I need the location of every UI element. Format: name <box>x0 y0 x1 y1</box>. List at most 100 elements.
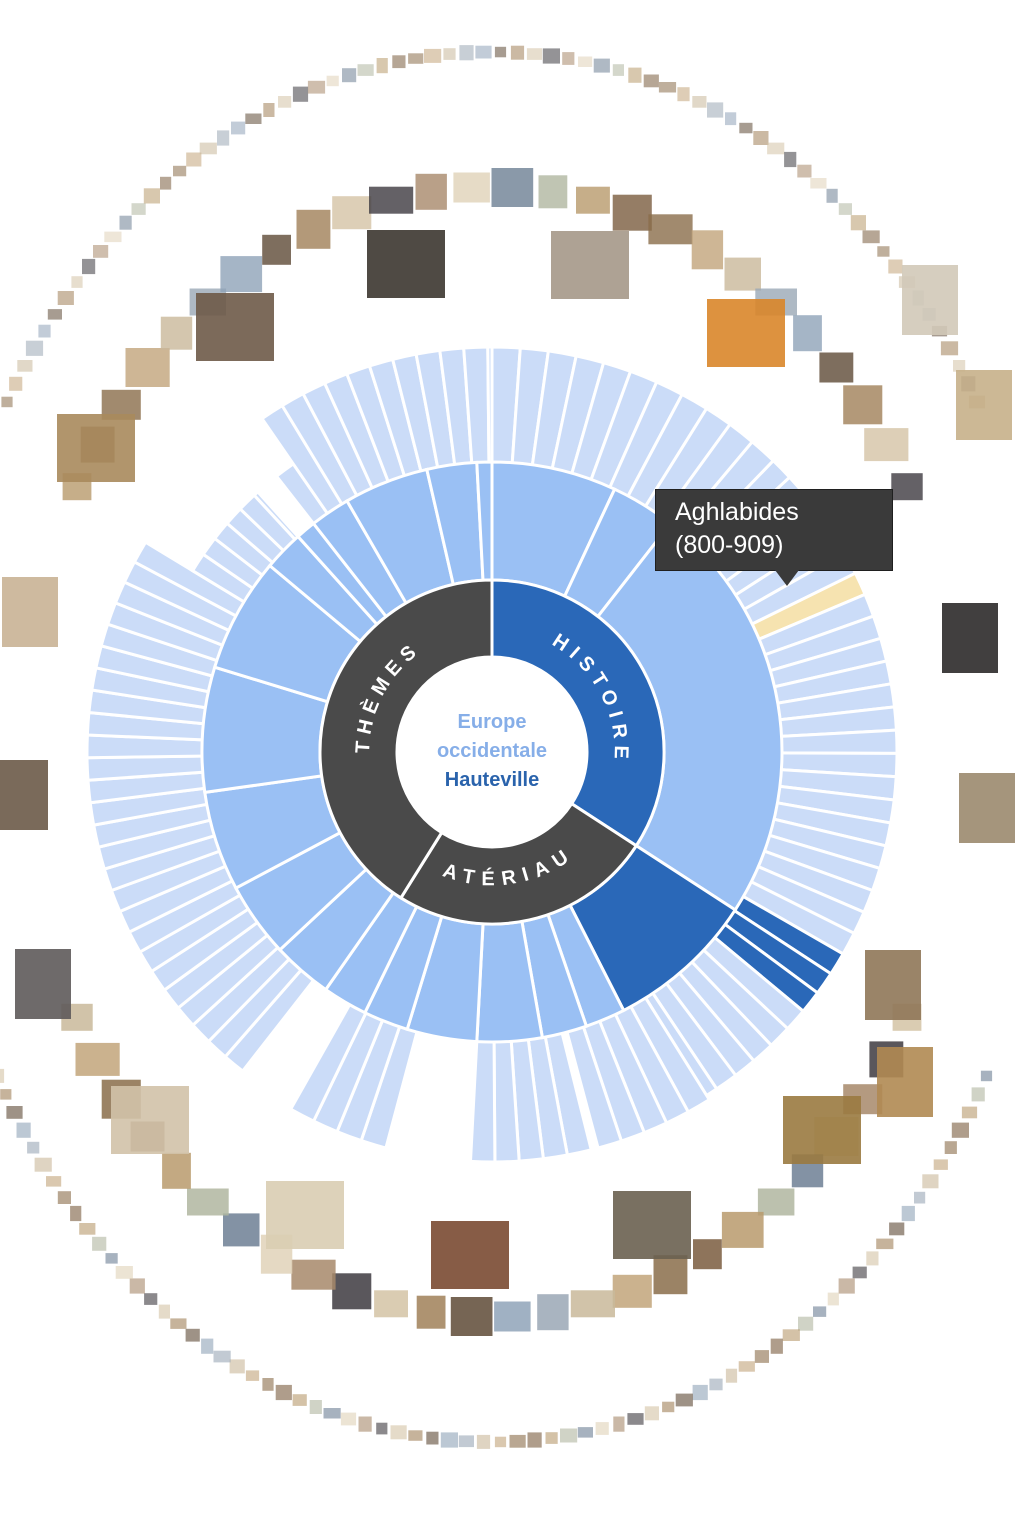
image-thumbnail[interactable] <box>75 1042 120 1076</box>
image-thumbnail[interactable] <box>27 1141 40 1154</box>
image-thumbnail[interactable] <box>709 1378 723 1391</box>
image-thumbnail[interactable] <box>862 230 880 244</box>
image-thumbnail[interactable] <box>16 1122 31 1138</box>
image-thumbnail[interactable] <box>79 1223 96 1235</box>
image-thumbnail[interactable] <box>542 48 560 64</box>
image-thumbnail[interactable] <box>187 1188 229 1216</box>
center-circle[interactable] <box>400 660 584 844</box>
image-thumbnail[interactable] <box>971 1087 985 1102</box>
category-segment-histoire[interactable] <box>490 578 666 848</box>
image-thumbnail[interactable] <box>82 258 96 275</box>
image-thumbnail[interactable] <box>309 1400 322 1414</box>
image-thumbnail[interactable] <box>57 414 135 482</box>
image-thumbnail[interactable] <box>408 1430 423 1441</box>
image-thumbnail[interactable] <box>770 1338 783 1354</box>
image-thumbnail[interactable] <box>578 56 593 68</box>
image-thumbnail[interactable] <box>527 1432 542 1448</box>
image-thumbnail[interactable] <box>612 1274 652 1308</box>
image-thumbnail[interactable] <box>838 1278 855 1294</box>
image-thumbnail[interactable] <box>160 176 172 190</box>
image-thumbnail[interactable] <box>739 122 753 134</box>
image-thumbnail[interactable] <box>450 1297 493 1336</box>
image-thumbnail[interactable] <box>510 45 525 60</box>
image-thumbnail[interactable] <box>570 1290 615 1318</box>
image-thumbnail[interactable] <box>576 186 610 214</box>
image-thumbnail[interactable] <box>797 164 812 178</box>
image-thumbnail[interactable] <box>877 1047 933 1117</box>
image-thumbnail[interactable] <box>922 1174 939 1189</box>
image-thumbnail[interactable] <box>115 1266 133 1279</box>
image-thumbnail[interactable] <box>415 173 447 210</box>
image-thumbnail[interactable] <box>160 316 193 350</box>
image-thumbnail[interactable] <box>628 67 642 83</box>
image-thumbnail[interactable] <box>810 178 827 189</box>
image-thumbnail[interactable] <box>431 1221 509 1289</box>
image-thumbnail[interactable] <box>104 231 122 243</box>
category-segment-themes[interactable] <box>318 578 494 900</box>
image-thumbnail[interactable] <box>475 45 492 59</box>
image-thumbnail[interactable] <box>891 473 923 501</box>
image-thumbnail[interactable] <box>292 1394 307 1406</box>
image-thumbnail[interactable] <box>827 1292 839 1306</box>
image-thumbnail[interactable] <box>443 48 456 60</box>
image-thumbnail[interactable] <box>71 276 83 288</box>
image-thumbnail[interactable] <box>819 352 854 383</box>
image-thumbnail[interactable] <box>738 1361 755 1372</box>
image-thumbnail[interactable] <box>953 360 966 372</box>
image-thumbnail[interactable] <box>2 577 58 647</box>
image-thumbnail[interactable] <box>129 1278 145 1294</box>
image-thumbnail[interactable] <box>961 1106 978 1119</box>
image-thumbnail[interactable] <box>217 130 230 146</box>
image-thumbnail[interactable] <box>38 324 51 338</box>
image-thumbnail[interactable] <box>111 1086 189 1154</box>
image-thumbnail[interactable] <box>852 1266 867 1279</box>
image-thumbnail[interactable] <box>17 360 33 372</box>
image-thumbnail[interactable] <box>707 102 724 118</box>
image-thumbnail[interactable] <box>0 760 48 830</box>
image-thumbnail[interactable] <box>459 45 474 61</box>
image-thumbnail[interactable] <box>677 87 690 102</box>
image-thumbnail[interactable] <box>509 1434 526 1448</box>
image-thumbnail[interactable] <box>424 48 442 63</box>
image-thumbnail[interactable] <box>538 175 568 209</box>
image-thumbnail[interactable] <box>262 1378 274 1391</box>
image-thumbnail[interactable] <box>245 1370 260 1381</box>
image-thumbnail[interactable] <box>185 1328 200 1342</box>
image-thumbnail[interactable] <box>593 58 610 73</box>
image-thumbnail[interactable] <box>675 1393 693 1407</box>
image-thumbnail[interactable] <box>47 309 62 320</box>
image-thumbnail[interactable] <box>560 1428 578 1443</box>
image-thumbnail[interactable] <box>196 293 274 361</box>
image-thumbnail[interactable] <box>266 1181 344 1249</box>
image-thumbnail[interactable] <box>494 46 507 58</box>
image-thumbnail[interactable] <box>231 121 246 135</box>
image-thumbnail[interactable] <box>453 172 490 203</box>
image-thumbnail[interactable] <box>357 64 374 76</box>
image-thumbnail[interactable] <box>658 82 677 93</box>
image-thumbnail[interactable] <box>476 1434 491 1449</box>
image-thumbnail[interactable] <box>6 1106 23 1119</box>
image-thumbnail[interactable] <box>278 96 292 108</box>
image-thumbnail[interactable] <box>323 1408 341 1419</box>
image-thumbnail[interactable] <box>889 1222 905 1236</box>
image-thumbnail[interactable] <box>332 1273 372 1310</box>
image-thumbnail[interactable] <box>491 168 534 207</box>
image-thumbnail[interactable] <box>440 1432 458 1448</box>
image-thumbnail[interactable] <box>358 1416 372 1432</box>
image-thumbnail[interactable] <box>877 246 890 257</box>
image-thumbnail[interactable] <box>643 74 659 88</box>
image-thumbnail[interactable] <box>838 203 852 215</box>
image-thumbnail[interactable] <box>326 75 339 87</box>
image-thumbnail[interactable] <box>933 1159 948 1170</box>
image-thumbnail[interactable] <box>942 603 998 673</box>
image-thumbnail[interactable] <box>119 215 132 230</box>
image-thumbnail[interactable] <box>144 1293 158 1305</box>
image-thumbnail[interactable] <box>158 1304 170 1319</box>
image-thumbnail[interactable] <box>707 299 785 367</box>
image-thumbnail[interactable] <box>70 1205 82 1222</box>
image-thumbnail[interactable] <box>199 142 217 155</box>
image-thumbnail[interactable] <box>408 53 424 64</box>
image-thumbnail[interactable] <box>0 1089 12 1100</box>
image-thumbnail[interactable] <box>551 231 629 299</box>
image-thumbnail[interactable] <box>784 151 797 168</box>
